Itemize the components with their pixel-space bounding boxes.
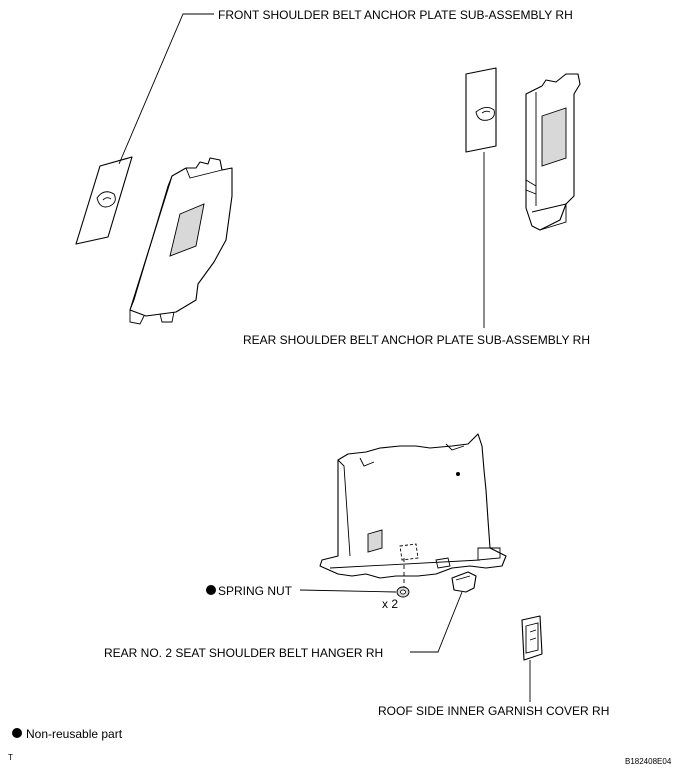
rear-pillar-garnish-drawing <box>525 73 581 231</box>
legend-text: Non-reusable part <box>26 727 123 741</box>
belt-hanger-leader <box>410 591 463 653</box>
corner-mark: T <box>8 753 13 762</box>
spring-nut-label: SPRING NUT <box>218 584 293 598</box>
legend-marker-icon <box>12 728 22 738</box>
spring-nut-leader <box>299 589 397 593</box>
rear-anchor-plate-drawing <box>465 67 497 153</box>
figure-code: B182408E04 <box>625 757 672 766</box>
front-anchor-plate-leader <box>118 13 214 165</box>
spring-nut-quantity: x 2 <box>382 597 398 611</box>
garnish-cover-drawing <box>521 615 543 661</box>
belt-hanger-label: REAR NO. 2 SEAT SHOULDER BELT HANGER RH <box>104 646 383 660</box>
spring-nut-drawing <box>396 586 410 598</box>
belt-hanger-drawing <box>451 571 477 593</box>
front-anchor-plate-drawing <box>75 156 133 245</box>
front-pillar-garnish-drawing <box>129 157 233 325</box>
non-reusable-marker-icon <box>206 585 216 595</box>
quarter-trim-panel-drawing <box>319 433 507 579</box>
front-anchor-plate-label: FRONT SHOULDER BELT ANCHOR PLATE SUB-ASS… <box>218 8 573 22</box>
rear-anchor-plate-label: REAR SHOULDER BELT ANCHOR PLATE SUB-ASSE… <box>243 333 590 347</box>
garnish-cover-label: ROOF SIDE INNER GARNISH COVER RH <box>378 704 609 718</box>
